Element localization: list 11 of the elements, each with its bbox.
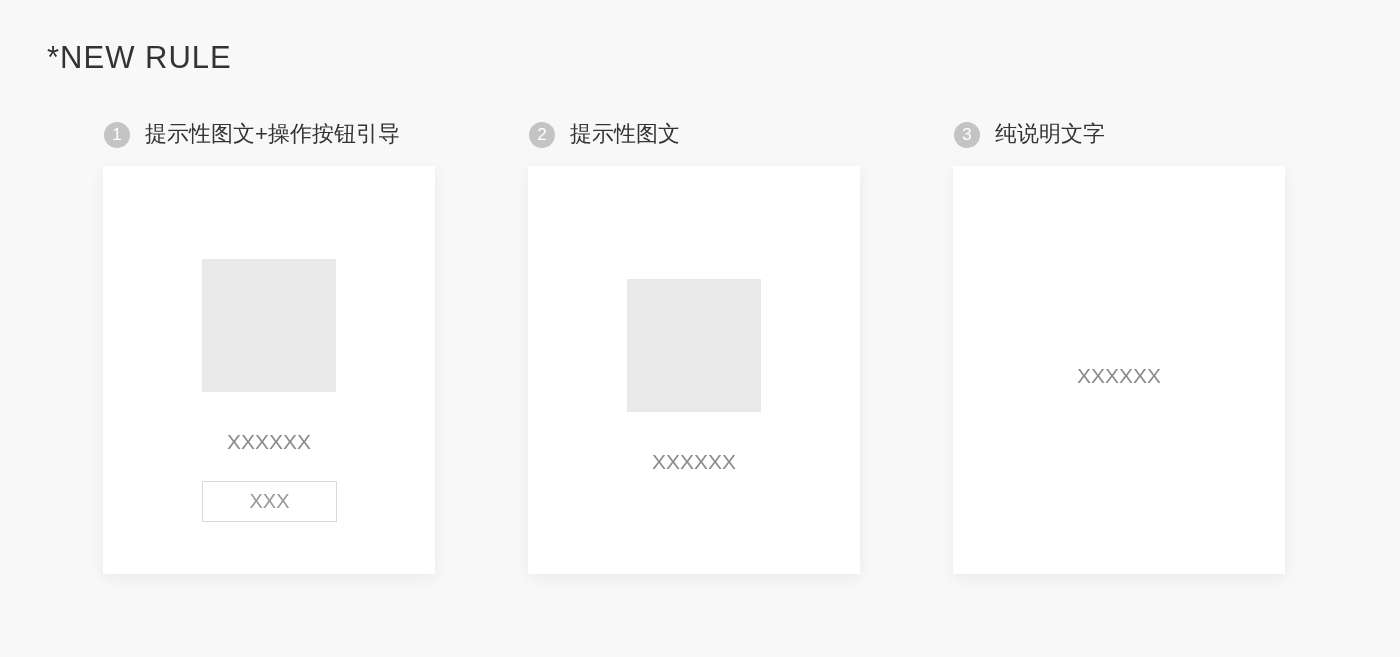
step-number: 3 bbox=[954, 122, 980, 148]
caption-text: XXXXXX bbox=[1075, 364, 1162, 388]
step-number: 2 bbox=[529, 122, 555, 148]
action-button: XXX bbox=[202, 481, 337, 522]
card-heading: 纯说明文字 bbox=[995, 121, 1105, 147]
caption-text: XXXXXX bbox=[650, 450, 737, 474]
card-heading: 提示性图文 bbox=[570, 121, 680, 147]
step-number: 1 bbox=[104, 122, 130, 148]
caption-text: XXXXXX bbox=[225, 430, 312, 454]
title: *NEW RULE bbox=[47, 40, 232, 76]
card-heading: 提示性图文+操作按钮引导 bbox=[145, 121, 400, 147]
